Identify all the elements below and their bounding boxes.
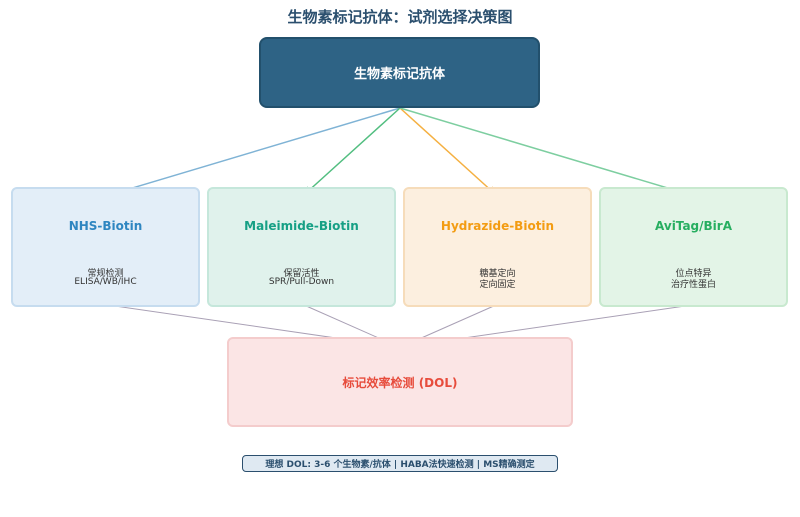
method-card-hydrazide-biotin: Hydrazide-Biotin 糖基定向 定向固定 — [403, 187, 592, 307]
method-card-maleimide-biotin: Maleimide-Biotin 保留活性 SPR/Pull-Down — [207, 187, 396, 307]
diagram-title: 生物素标记抗体：试剂选择决策图 — [287, 8, 513, 26]
arrow-to-maleimide-biotin — [304, 107, 401, 195]
method-application: SPR/Pull-Down — [268, 277, 335, 287]
method-application: 定向固定 — [479, 280, 516, 290]
method-application: 治疗性蛋白 — [670, 280, 716, 290]
method-purpose: 保留活性 — [283, 269, 320, 279]
method-purpose: 位点特异 — [675, 269, 712, 279]
method-name: Maleimide-Biotin — [244, 219, 359, 233]
method-name: AviTag/BirA — [655, 219, 732, 233]
arrow-to-hydrazide-biotin — [399, 107, 496, 195]
method-purpose: 糖基定向 — [479, 269, 516, 279]
dol-detection-node: 标记效率检测 (DOL) — [227, 337, 573, 427]
arrow-to-avitag — [399, 107, 692, 197]
footer-note: 理想 DOL: 3-6 个生物素/抗体 | HABA法快速检测 | MS精确测定 — [242, 455, 558, 472]
method-name: Hydrazide-Biotin — [440, 219, 555, 233]
method-application: ELISA/WB/IHC — [74, 277, 137, 287]
method-name: NHS-Biotin — [68, 219, 143, 233]
root-node: 生物素标记抗体 — [259, 37, 540, 108]
method-card-avitag-bira: AviTag/BirA 位点特异 治疗性蛋白 — [599, 187, 788, 307]
method-card-nhs-biotin: NHS-Biotin 常规检测 ELISA/WB/IHC — [11, 187, 200, 307]
arrow-to-nhs-biotin — [108, 107, 401, 197]
method-purpose: 常规检测 — [87, 269, 124, 279]
